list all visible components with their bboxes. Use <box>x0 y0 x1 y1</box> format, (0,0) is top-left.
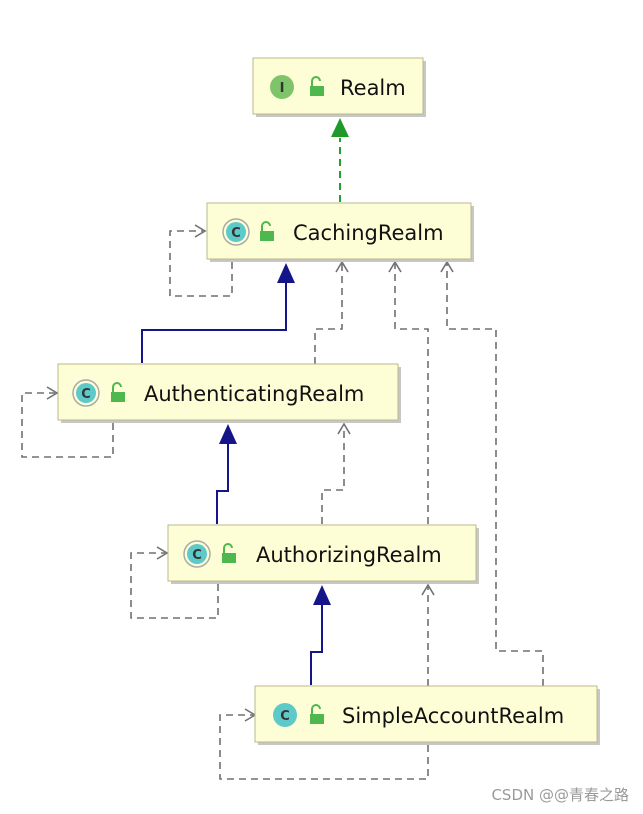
unlocked-padlock-icon <box>111 382 125 402</box>
abstract-class-icon: C <box>222 218 250 246</box>
extends-authenticating-arrowhead <box>219 424 237 444</box>
svg-text:I: I <box>280 81 285 96</box>
self-dependency-authenticating-arrowhead <box>46 386 59 400</box>
self-dependency-caching <box>169 230 233 297</box>
unlocked-padlock-icon <box>260 221 274 241</box>
svg-text:C: C <box>231 226 241 241</box>
node-caching-realm[interactable]: C CachingRealm <box>206 202 474 262</box>
node-realm[interactable]: I Realm <box>252 57 426 117</box>
dependency-authorizing-to-authenticating <box>321 426 345 524</box>
node-label: Realm <box>340 76 406 100</box>
self-dependency-authorizing-arrowhead <box>156 546 169 560</box>
dependency-authorizing-to-caching <box>394 264 429 524</box>
node-simple-account-realm[interactable]: C SimpleAccountRealm <box>254 685 600 745</box>
dependency-authenticating-to-caching <box>314 264 343 364</box>
self-dependency-simple <box>219 714 429 780</box>
svg-text:C: C <box>81 387 91 402</box>
implements-connector <box>331 118 349 202</box>
dependency-simple-to-caching-arrowhead <box>440 260 454 273</box>
node-label: AuthenticatingRealm <box>144 382 364 406</box>
watermark: CSDN @@青春之路 <box>491 786 629 804</box>
svg-text:C: C <box>192 548 202 563</box>
extends-simple-to-authorizing <box>310 604 323 685</box>
abstract-class-icon: C <box>183 540 211 568</box>
unlocked-padlock-icon <box>310 76 324 96</box>
extends-caching-arrowhead <box>277 263 295 283</box>
self-dependency-authenticating <box>21 392 114 458</box>
extends-connectors <box>141 263 331 685</box>
node-label: CachingRealm <box>293 221 444 245</box>
extends-authorizing-to-authenticating <box>216 443 229 524</box>
self-dependency-authorizing <box>130 552 219 619</box>
dependency-simple-to-caching <box>446 264 544 686</box>
node-authenticating-realm[interactable]: C AuthenticatingRealm <box>57 363 401 423</box>
unlocked-padlock-icon <box>310 704 324 724</box>
dependency-simple-to-authorizing-arrowhead <box>421 583 435 596</box>
node-label: SimpleAccountRealm <box>342 704 564 728</box>
implements-arrowhead <box>331 118 349 137</box>
interface-icon: I <box>270 75 294 99</box>
node-authorizing-realm[interactable]: C AuthorizingRealm <box>167 524 479 584</box>
svg-text:C: C <box>280 709 290 724</box>
abstract-class-icon: C <box>72 379 100 407</box>
self-dependency-caching-arrowhead <box>194 224 207 238</box>
dependency-authorizing-to-authenticating-arrowhead <box>337 422 351 435</box>
extends-authorizing-arrowhead <box>313 585 331 605</box>
unlocked-padlock-icon <box>222 543 236 563</box>
node-label: AuthorizingRealm <box>256 543 442 567</box>
dependency-connectors <box>21 224 544 780</box>
class-icon: C <box>273 703 297 727</box>
extends-authenticating-to-caching <box>141 282 287 363</box>
